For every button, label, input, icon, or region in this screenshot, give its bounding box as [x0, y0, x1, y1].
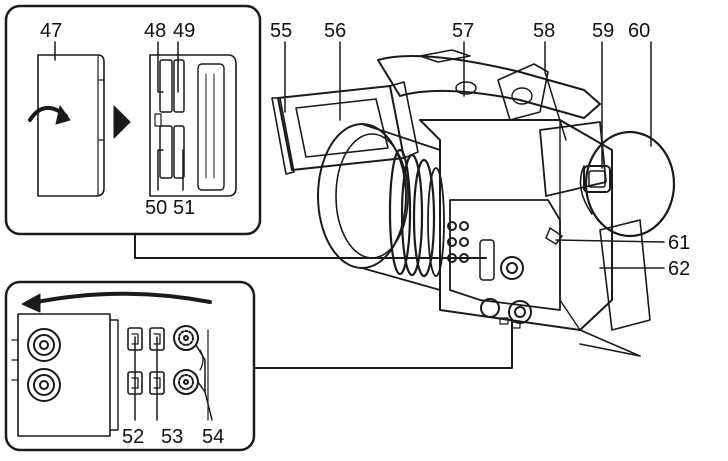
- callout-48: 48: [144, 20, 166, 42]
- callout-55: 55: [270, 20, 292, 42]
- callout-49: 49: [173, 20, 195, 42]
- callout-60: 60: [628, 20, 650, 42]
- callout-labels: 47 48 49 50 51 52 53 54 55 56 57 58 59 6…: [40, 20, 690, 448]
- callout-58: 58: [533, 20, 555, 42]
- callout-62: 62: [668, 258, 690, 280]
- callout-51: 51: [173, 197, 195, 219]
- callout-57: 57: [452, 20, 474, 42]
- callout-61: 61: [668, 232, 690, 254]
- callout-56: 56: [324, 20, 346, 42]
- callout-59: 59: [592, 20, 614, 42]
- callout-52: 52: [122, 426, 144, 448]
- callout-47: 47: [40, 20, 62, 42]
- callout-54: 54: [202, 426, 224, 448]
- callout-50: 50: [145, 197, 167, 219]
- inset-audio-switches: [4, 280, 256, 452]
- callout-53: 53: [161, 426, 183, 448]
- camcorder-body: [271, 49, 676, 357]
- inset-terminal-cover: [4, 4, 262, 236]
